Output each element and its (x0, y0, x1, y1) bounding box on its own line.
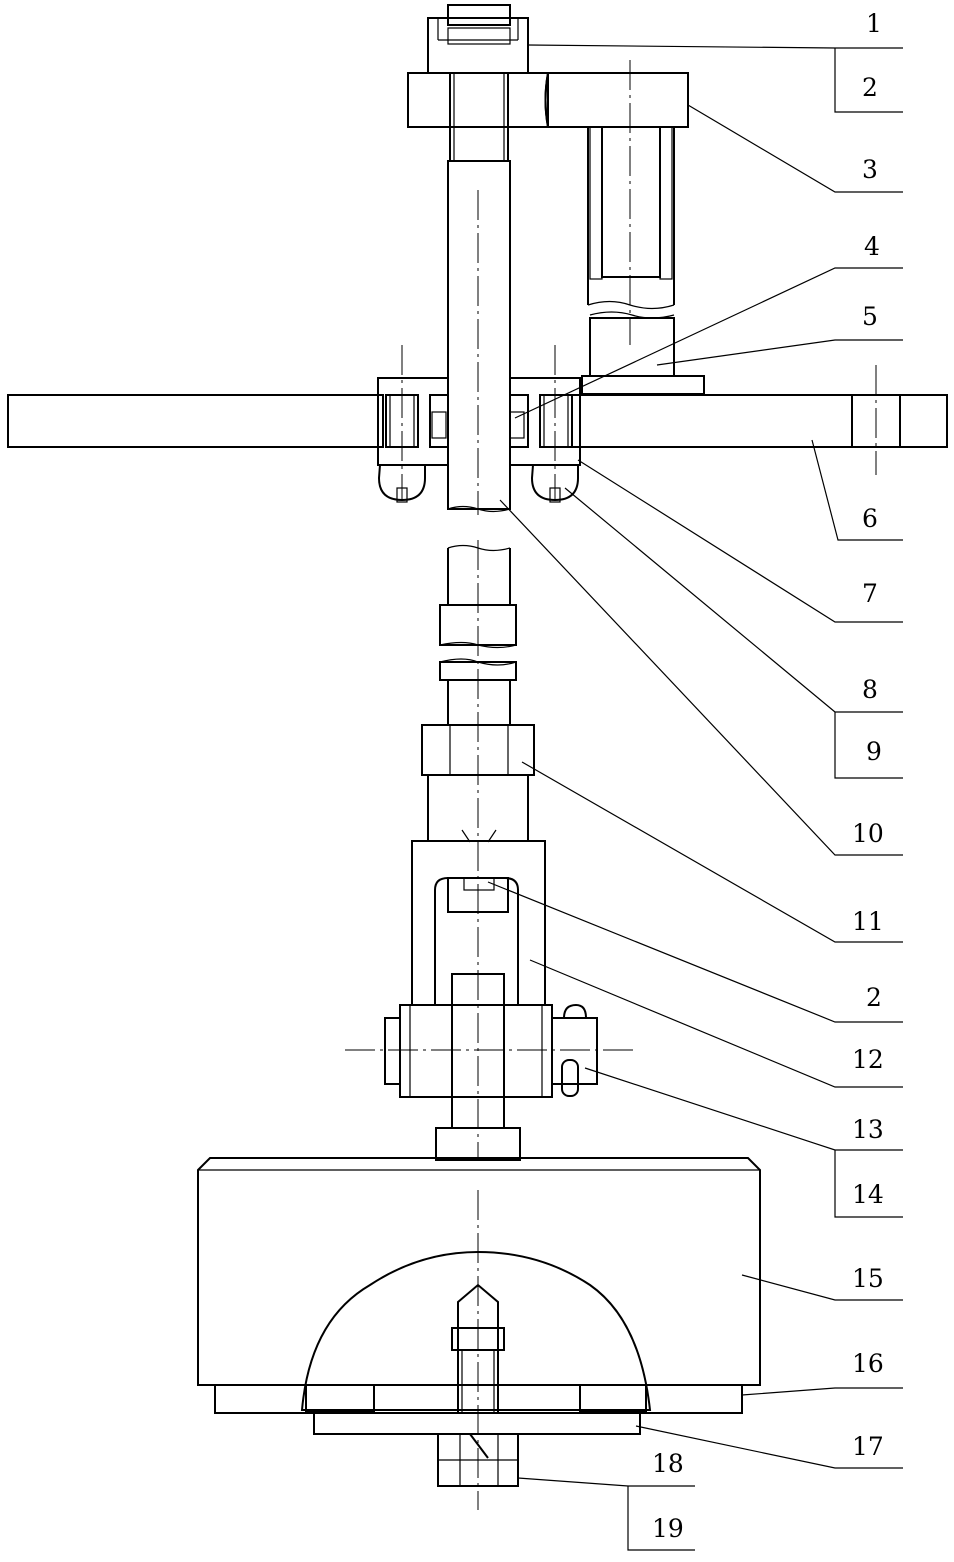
label-19: 19 (652, 1514, 684, 1543)
label-10: 10 (852, 819, 884, 848)
label-15: 15 (852, 1264, 884, 1293)
label-18: 18 (652, 1449, 684, 1478)
label-6: 6 (862, 504, 878, 533)
label-2-middle: 2 (866, 983, 882, 1012)
label-8: 8 (862, 675, 878, 704)
label-7: 7 (862, 579, 878, 608)
label-11: 11 (852, 907, 884, 936)
part-labels: 1 2 3 4 5 6 7 8 9 10 11 2 12 13 14 15 16… (652, 9, 884, 1543)
label-16: 16 (852, 1349, 884, 1378)
label-12: 12 (852, 1045, 884, 1074)
label-17: 17 (852, 1432, 884, 1461)
label-4: 4 (864, 232, 880, 261)
label-2-top: 2 (862, 73, 878, 102)
bottom-assembly (197, 1157, 761, 1510)
label-9: 9 (866, 737, 882, 766)
label-13: 13 (852, 1115, 884, 1144)
leader-lines (487, 44, 903, 1551)
base-plate (7, 345, 948, 503)
label-14: 14 (852, 1180, 884, 1209)
middle-assembly (345, 540, 635, 1161)
label-1: 1 (866, 9, 882, 38)
label-3: 3 (862, 155, 878, 184)
label-5: 5 (862, 302, 878, 331)
top-assembly (407, 4, 705, 515)
